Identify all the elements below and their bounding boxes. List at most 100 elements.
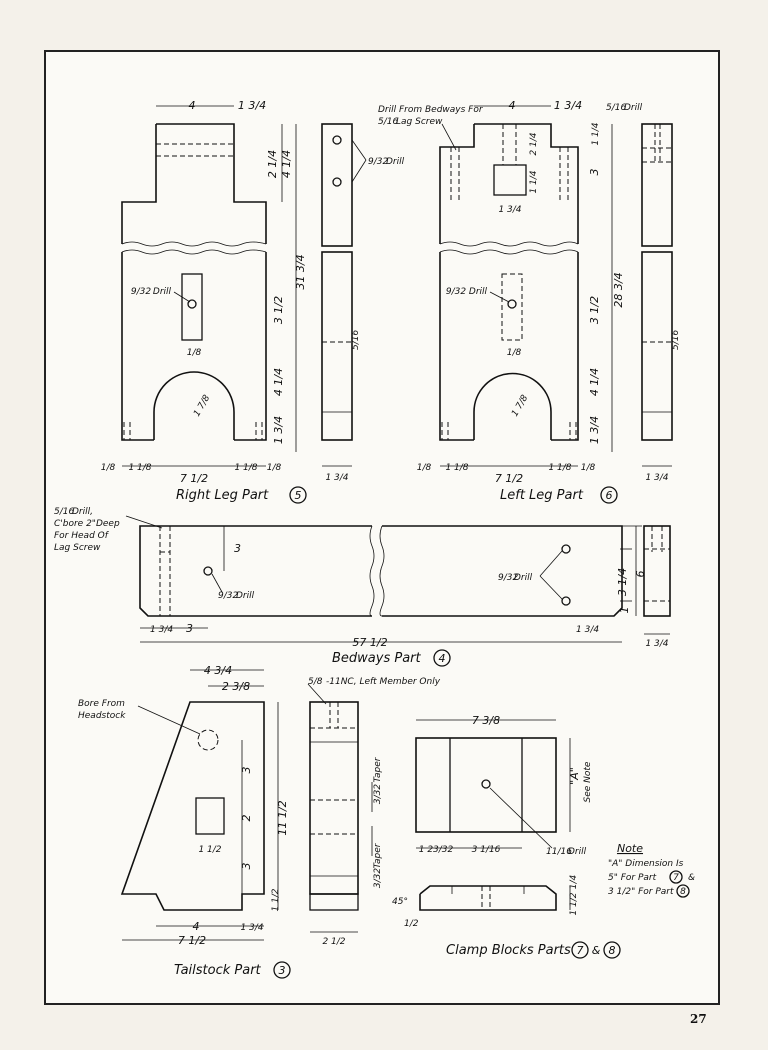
drawing-sheet: 4 1 3/4 2 1/4 4 1/4 31 3/4 3 1/2 4 1/4 1… [44, 50, 720, 1005]
cb-small: 1/2 [404, 919, 419, 929]
bw-side: 1 3/4 [645, 639, 668, 649]
ll-d-e: 1 3/4 [498, 205, 521, 215]
ll-drill1: Drill [469, 287, 488, 297]
cb-h-b: 1 1/2 [569, 892, 579, 915]
ts-taper2-size: 3/32 [373, 868, 383, 888]
tailstock-front-view: Bore From Headstock 4 3/4 2 3/8 3 2 3 11… [78, 664, 289, 947]
bw-left-a: 1 3/4 [150, 625, 173, 635]
clamp-caption: Clamp Blocks Parts [446, 943, 571, 958]
ts-tap-note: -11NC, Left Member Only [326, 677, 441, 687]
tailstock-part-no: 3 [279, 964, 286, 977]
ll-note-size: 5/16 [378, 117, 398, 127]
note-line2: 5" For Part [608, 873, 657, 883]
ll-right-b: 1/8 [581, 463, 596, 473]
note-line3: 3 1/2" For Part [608, 887, 674, 897]
ts-h-total: 11 1/2 [276, 800, 289, 835]
ts-v2: 2 [240, 815, 253, 822]
rl-h-total: 31 3/4 [294, 254, 307, 289]
dimension-note: Note "A" Dimension Is 5" For Part 7 & 3 … [608, 842, 695, 898]
note-title: Note [617, 842, 643, 855]
ll-d-a: 1 1/4 [591, 122, 601, 145]
bw-note4: Lag Screw [54, 543, 101, 553]
ts-taper1: Taper [373, 756, 383, 782]
ts-v3b: 3 [240, 863, 253, 870]
ts-side-w: 2 1/2 [322, 937, 345, 947]
rl-side-w: 1 3/4 [325, 473, 348, 483]
bw-total: 57 1/2 [352, 636, 387, 649]
bw-h3: 3 [234, 542, 241, 555]
bedways-caption: Bedways Part [332, 651, 422, 666]
note-line2-tail: & [688, 873, 695, 883]
bw-left-b: 3 [186, 622, 193, 635]
tailstock-caption: Tailstock Part [174, 963, 262, 978]
ll-radius: 1 7/8 [510, 393, 530, 418]
note-line3-part: 8 [680, 887, 686, 897]
rl-left-b: 1 1/8 [128, 463, 151, 473]
clamp-amp: & [592, 944, 601, 957]
rl-side-n: 5/16 [351, 330, 361, 350]
cb-drill: Drill [568, 847, 587, 857]
cb-left: 1 23/32 [419, 845, 454, 855]
ts-v3a: 3 [240, 767, 253, 774]
clamp-block-top-view: 7 3/8 "A" See Note 1 23/32 3 1/16 11/16 … [415, 714, 593, 857]
clamp-part-a: 7 [577, 944, 584, 957]
ll-slot-w: 1/8 [507, 348, 522, 358]
rl-w-total: 7 1/2 [180, 472, 208, 485]
ts-w-total: 7 1/2 [178, 934, 206, 947]
ts-top-w: 4 3/4 [204, 664, 232, 677]
ll-drill-top: Drill [624, 103, 643, 113]
bw-drill-left-size: 9/32 [218, 591, 238, 601]
left-leg-caption: Left Leg Part [500, 488, 584, 503]
ll-d-d: 3 [588, 169, 601, 176]
bw-drill-right: Drill [514, 573, 533, 583]
rl-h-b: 4 1/4 [280, 150, 293, 178]
rl-drill2-size: 9/32 [368, 157, 388, 167]
rl-slot: 3 1/2 [272, 296, 285, 324]
cb-drill-size: 11/16 [546, 847, 572, 857]
technical-drawing: 4 1 3/4 2 1/4 4 1/4 31 3/4 3 1/2 4 1/4 1… [54, 99, 695, 979]
ll-top-w: 4 [509, 99, 516, 112]
rl-d1: 4 1/4 [272, 368, 285, 396]
tailstock-side-view: 5/8 -11NC, Left Member Only 3/32 Taper 3… [307, 677, 441, 947]
rl-drill1: Drill [153, 287, 172, 297]
ll-d-c: 1 1/4 [529, 170, 539, 193]
rl-drill2: Drill [386, 157, 405, 167]
rl-top-w: 4 [189, 99, 196, 112]
rl-top-w2: 1 3/4 [238, 99, 266, 112]
clamp-part-b: 8 [609, 944, 616, 957]
ll-side-w: 1 3/4 [645, 473, 668, 483]
ts-w134: 1 3/4 [240, 923, 263, 933]
rl-h-a: 2 1/4 [266, 150, 279, 178]
cb-angle: 45° [392, 897, 408, 907]
cb-see-note: "A" [568, 767, 581, 785]
ll-drill1-size: 9/32 [446, 287, 466, 297]
ll-d-b: 2 1/4 [529, 132, 539, 155]
cb-see-note2: See Note [583, 761, 593, 802]
left-leg-part-no: 6 [606, 489, 613, 502]
ts-taper1-size: 3/32 [373, 784, 383, 804]
ll-h-total: 28 3/4 [612, 272, 625, 307]
cb-top: 7 3/8 [472, 714, 500, 727]
ts-taper2: Taper [373, 842, 383, 868]
note-line2-part: 7 [673, 873, 679, 883]
left-leg-side-view: 5/16 Drill 5/16 1 3/4 [606, 103, 681, 483]
ts-top-w2: 2 3/8 [222, 680, 250, 693]
bw-h-6: 6 [634, 571, 647, 578]
right-leg-part-no: 5 [295, 489, 302, 502]
bw-drill-left: Drill [236, 591, 255, 601]
bedways-side-view: 1 3/4 [643, 525, 671, 649]
ll-side-n: 5/16 [671, 330, 681, 350]
rl-radius: 1 7/8 [192, 393, 212, 418]
bedways-front-view: 5/16 Drill, C'bore 2"Deep For Head Of La… [54, 507, 647, 649]
ll-drill-top-size: 5/16 [606, 103, 626, 113]
rl-slot-w: 1/8 [187, 348, 202, 358]
cb-h-a: 1/4 [569, 874, 579, 889]
bw-note-size: 5/16 [54, 507, 74, 517]
ts-slot-w: 1 1/2 [198, 845, 221, 855]
right-leg-front-view: 4 1 3/4 2 1/4 4 1/4 31 3/4 3 1/2 4 1/4 1… [101, 99, 307, 485]
right-leg-side-view: 9/32 Drill 5/16 1 3/4 [321, 123, 405, 483]
rl-drill1-size: 9/32 [131, 287, 151, 297]
rl-left-a: 1/8 [101, 463, 116, 473]
clamp-block-side-view: 45° 1/2 1/4 1 1/2 [392, 874, 579, 929]
bw-h-34: 3 1/4 [616, 568, 629, 596]
